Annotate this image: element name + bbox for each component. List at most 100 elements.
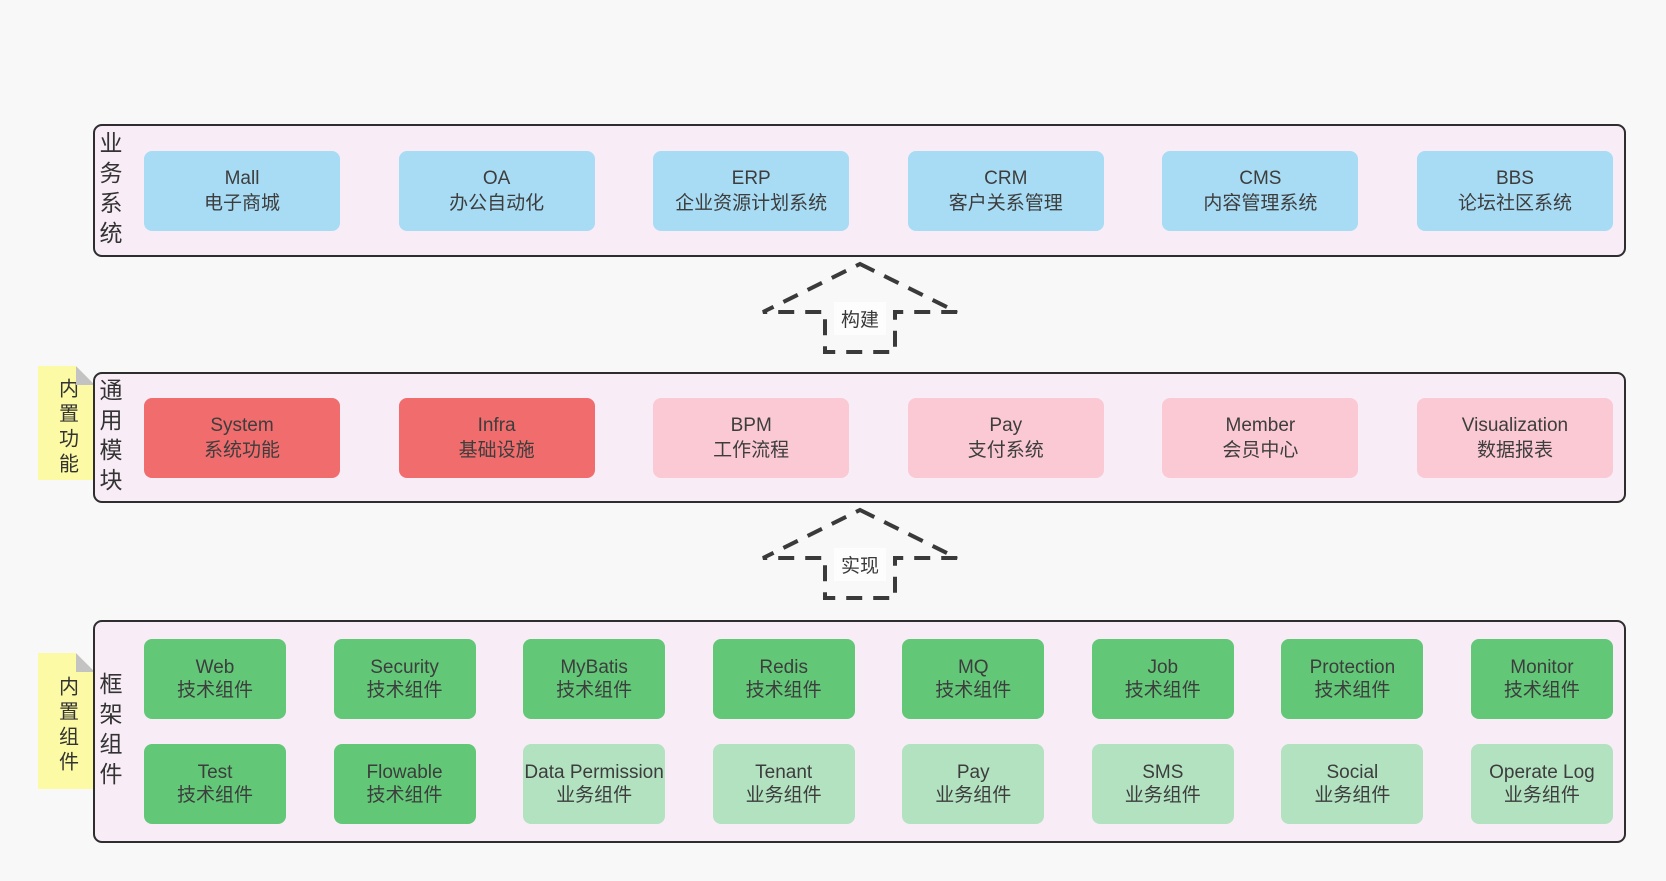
- box-flowable: Flowable 技术组件: [333, 744, 476, 824]
- box-name: Tenant: [755, 762, 813, 783]
- box-operate-log: Operate Log 业务组件: [1470, 744, 1613, 824]
- box-desc: 客户关系管理: [948, 192, 1063, 214]
- box-desc: 基础设施: [458, 439, 535, 461]
- box-desc: 企业资源计划系统: [675, 192, 828, 214]
- box-name: SMS: [1142, 762, 1184, 783]
- box-name: OA: [482, 167, 511, 189]
- arrow-implement: 实现: [750, 506, 970, 600]
- box-oa: OA 办公自动化: [398, 150, 595, 231]
- box-desc: 业务组件: [935, 785, 1012, 806]
- layer-framework-label: 框架组件: [96, 671, 122, 792]
- box-cms: CMS 内容管理系统: [1162, 150, 1359, 231]
- box-desc: 技术组件: [556, 680, 633, 701]
- box-mybatis: MyBatis 技术组件: [523, 639, 666, 719]
- box-name: Member: [1225, 414, 1296, 436]
- up-arrow-dashed-icon: [762, 507, 958, 600]
- layer-common-modules: 通用模块 System 系统功能 Infra 基础设施 BPM 工作流程 Pay…: [93, 372, 1626, 503]
- box-name: Monitor: [1510, 657, 1574, 678]
- arrow-build-label: 构建: [833, 302, 887, 335]
- box-sms: SMS 业务组件: [1091, 744, 1234, 824]
- arrow-build: 构建: [750, 260, 970, 354]
- box-bbs: BBS 论坛社区系统: [1416, 150, 1613, 231]
- box-desc: 支付系统: [967, 439, 1044, 461]
- framework-row-2: Test 技术组件 Flowable 技术组件 Data Permission …: [144, 744, 1613, 824]
- box-name: Data Permission: [524, 762, 664, 783]
- box-desc: 业务组件: [556, 785, 633, 806]
- layer-business-systems: 业务系统 Mall 电子商城 OA 办公自动化 ERP 企业资源计划系统 CRM…: [93, 124, 1626, 257]
- box-name: BPM: [730, 414, 772, 436]
- box-infra: Infra 基础设施: [398, 397, 595, 478]
- box-erp: ERP 企业资源计划系统: [653, 150, 850, 231]
- box-name: Infra: [477, 414, 516, 436]
- box-desc: 技术组件: [176, 785, 253, 806]
- note-text: 内置组件: [55, 676, 78, 776]
- note-built-in-components: 内置组件: [38, 653, 95, 789]
- box-name: Pay: [956, 762, 990, 783]
- box-desc: 技术组件: [366, 680, 443, 701]
- layer-framework-components: 框架组件 Web 技术组件 Security 技术组件 MyBatis 技术组件…: [93, 620, 1626, 843]
- box-name: Job: [1147, 657, 1179, 678]
- box-member: Member 会员中心: [1162, 397, 1359, 478]
- box-name: Security: [370, 657, 439, 678]
- layer-business-label: 业务系统: [96, 130, 122, 251]
- box-name: MQ: [957, 657, 989, 678]
- box-redis: Redis 技术组件: [712, 639, 855, 719]
- business-boxes-row: Mall 电子商城 OA 办公自动化 ERP 企业资源计划系统 CRM 客户关系…: [144, 150, 1613, 231]
- box-system: System 系统功能: [144, 397, 340, 478]
- box-name: Redis: [759, 657, 808, 678]
- box-data-permission: Data Permission 业务组件: [523, 744, 666, 824]
- note-built-in-features: 内置功能: [38, 366, 95, 480]
- box-pay-component: Pay 业务组件: [902, 744, 1045, 824]
- box-name: CMS: [1239, 167, 1282, 189]
- box-name: Social: [1326, 762, 1379, 783]
- box-desc: 业务组件: [1124, 785, 1201, 806]
- note-text: 内置功能: [55, 378, 78, 478]
- box-mq: MQ 技术组件: [902, 639, 1045, 719]
- common-boxes-row: System 系统功能 Infra 基础设施 BPM 工作流程 Pay 支付系统…: [144, 397, 1613, 478]
- box-social: Social 业务组件: [1281, 744, 1424, 824]
- box-test: Test 技术组件: [144, 744, 286, 824]
- box-desc: 数据报表: [1476, 439, 1553, 461]
- box-mall: Mall 电子商城: [144, 150, 340, 231]
- box-name: BBS: [1495, 167, 1534, 189]
- box-desc: 技术组件: [1503, 680, 1580, 701]
- box-name: Pay: [989, 414, 1023, 436]
- box-desc: 业务组件: [745, 785, 822, 806]
- box-desc: 系统功能: [203, 439, 280, 461]
- box-desc: 办公自动化: [449, 192, 545, 214]
- box-desc: 技术组件: [935, 680, 1012, 701]
- box-desc: 技术组件: [176, 680, 253, 701]
- box-desc: 内容管理系统: [1203, 192, 1318, 214]
- box-desc: 会员中心: [1222, 439, 1299, 461]
- box-name: Web: [195, 657, 235, 678]
- box-desc: 技术组件: [1314, 680, 1391, 701]
- box-name: ERP: [731, 167, 771, 189]
- box-security: Security 技术组件: [333, 639, 476, 719]
- box-name: Protection: [1309, 657, 1396, 678]
- box-desc: 业务组件: [1503, 785, 1580, 806]
- box-desc: 工作流程: [713, 439, 790, 461]
- box-visualization: Visualization 数据报表: [1416, 397, 1613, 478]
- box-name: Operate Log: [1489, 762, 1595, 783]
- box-name: Test: [197, 762, 233, 783]
- arrow-implement-label: 实现: [833, 548, 887, 581]
- box-name: Mall: [224, 167, 260, 189]
- framework-rows: Web 技术组件 Security 技术组件 MyBatis 技术组件 Redi…: [144, 639, 1613, 824]
- box-name: CRM: [984, 167, 1028, 189]
- layer-common-label: 通用模块: [96, 377, 122, 498]
- box-job: Job 技术组件: [1091, 639, 1234, 719]
- box-desc: 论坛社区系统: [1457, 192, 1572, 214]
- box-desc: 技术组件: [745, 680, 822, 701]
- box-tenant: Tenant 业务组件: [712, 744, 855, 824]
- box-desc: 技术组件: [366, 785, 443, 806]
- up-arrow-dashed-icon: [762, 261, 958, 354]
- box-name: MyBatis: [560, 657, 628, 678]
- box-desc: 电子商城: [203, 192, 280, 214]
- box-pay-module: Pay 支付系统: [907, 397, 1104, 478]
- box-desc: 技术组件: [1124, 680, 1201, 701]
- box-bpm: BPM 工作流程: [653, 397, 850, 478]
- box-name: Visualization: [1461, 414, 1569, 436]
- box-monitor: Monitor 技术组件: [1470, 639, 1613, 719]
- framework-row-1: Web 技术组件 Security 技术组件 MyBatis 技术组件 Redi…: [144, 639, 1613, 719]
